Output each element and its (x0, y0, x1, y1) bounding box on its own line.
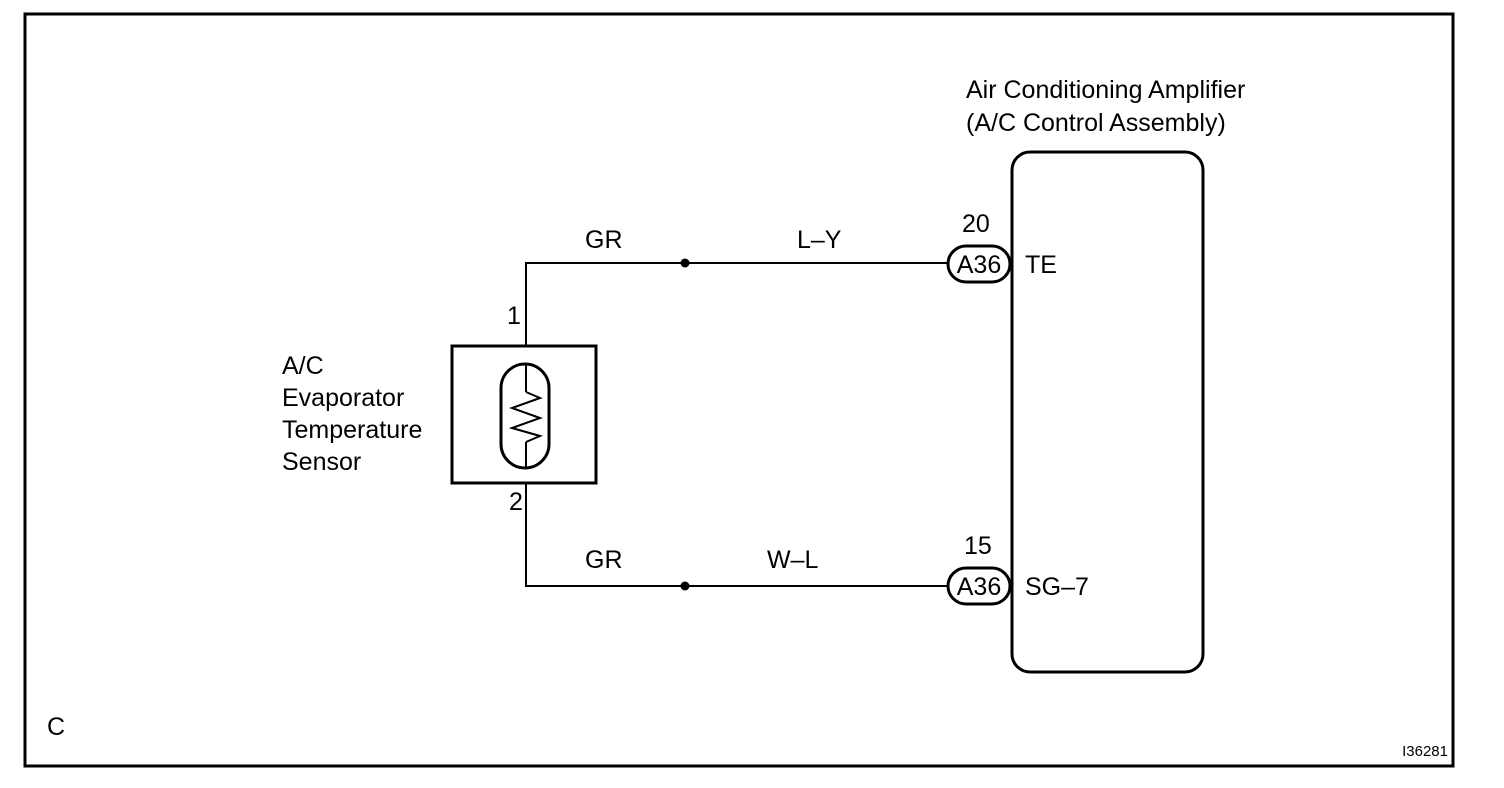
connector-top-pin: 20 (962, 210, 990, 238)
connector-bottom-pin: 15 (964, 532, 992, 560)
thermistor-zigzag-icon (508, 391, 543, 443)
connector-top (946, 244, 1012, 284)
sensor-pin-bottom: 2 (509, 488, 523, 516)
amplifier-box (1010, 150, 1205, 674)
wire-top (525, 262, 948, 370)
amplifier-title-line2: (A/C Control Assembly) (966, 109, 1226, 137)
amplifier-title-line1: Air Conditioning Amplifier (966, 76, 1245, 104)
connector-bottom-code: A36 (957, 573, 1001, 601)
wire-bottom (525, 468, 948, 587)
wire-top-left-color: GR (585, 226, 623, 254)
sensor-label-line2: Evaporator (282, 384, 404, 412)
splice-bottom (680, 581, 690, 591)
sensor-label-line3: Temperature (282, 416, 422, 444)
splice-top (680, 258, 690, 268)
sensor-box (450, 344, 598, 485)
wire-bottom-right-color: W–L (767, 546, 819, 574)
terminal-top-label: TE (1025, 251, 1057, 279)
sensor-label-line1: A/C (282, 352, 324, 380)
diagram-frame (23, 12, 1455, 768)
sensor-pin-top: 1 (507, 302, 521, 330)
corner-letter: C (47, 713, 65, 741)
sensor-label-line4: Sensor (282, 448, 361, 476)
figure-id: I36281 (1402, 743, 1448, 760)
wire-bottom-left-color: GR (585, 546, 623, 574)
terminal-bottom-label: SG–7 (1025, 573, 1089, 601)
connector-top-code: A36 (957, 251, 1001, 279)
connector-bottom (946, 566, 1012, 606)
wire-top-right-color: L–Y (797, 226, 842, 254)
